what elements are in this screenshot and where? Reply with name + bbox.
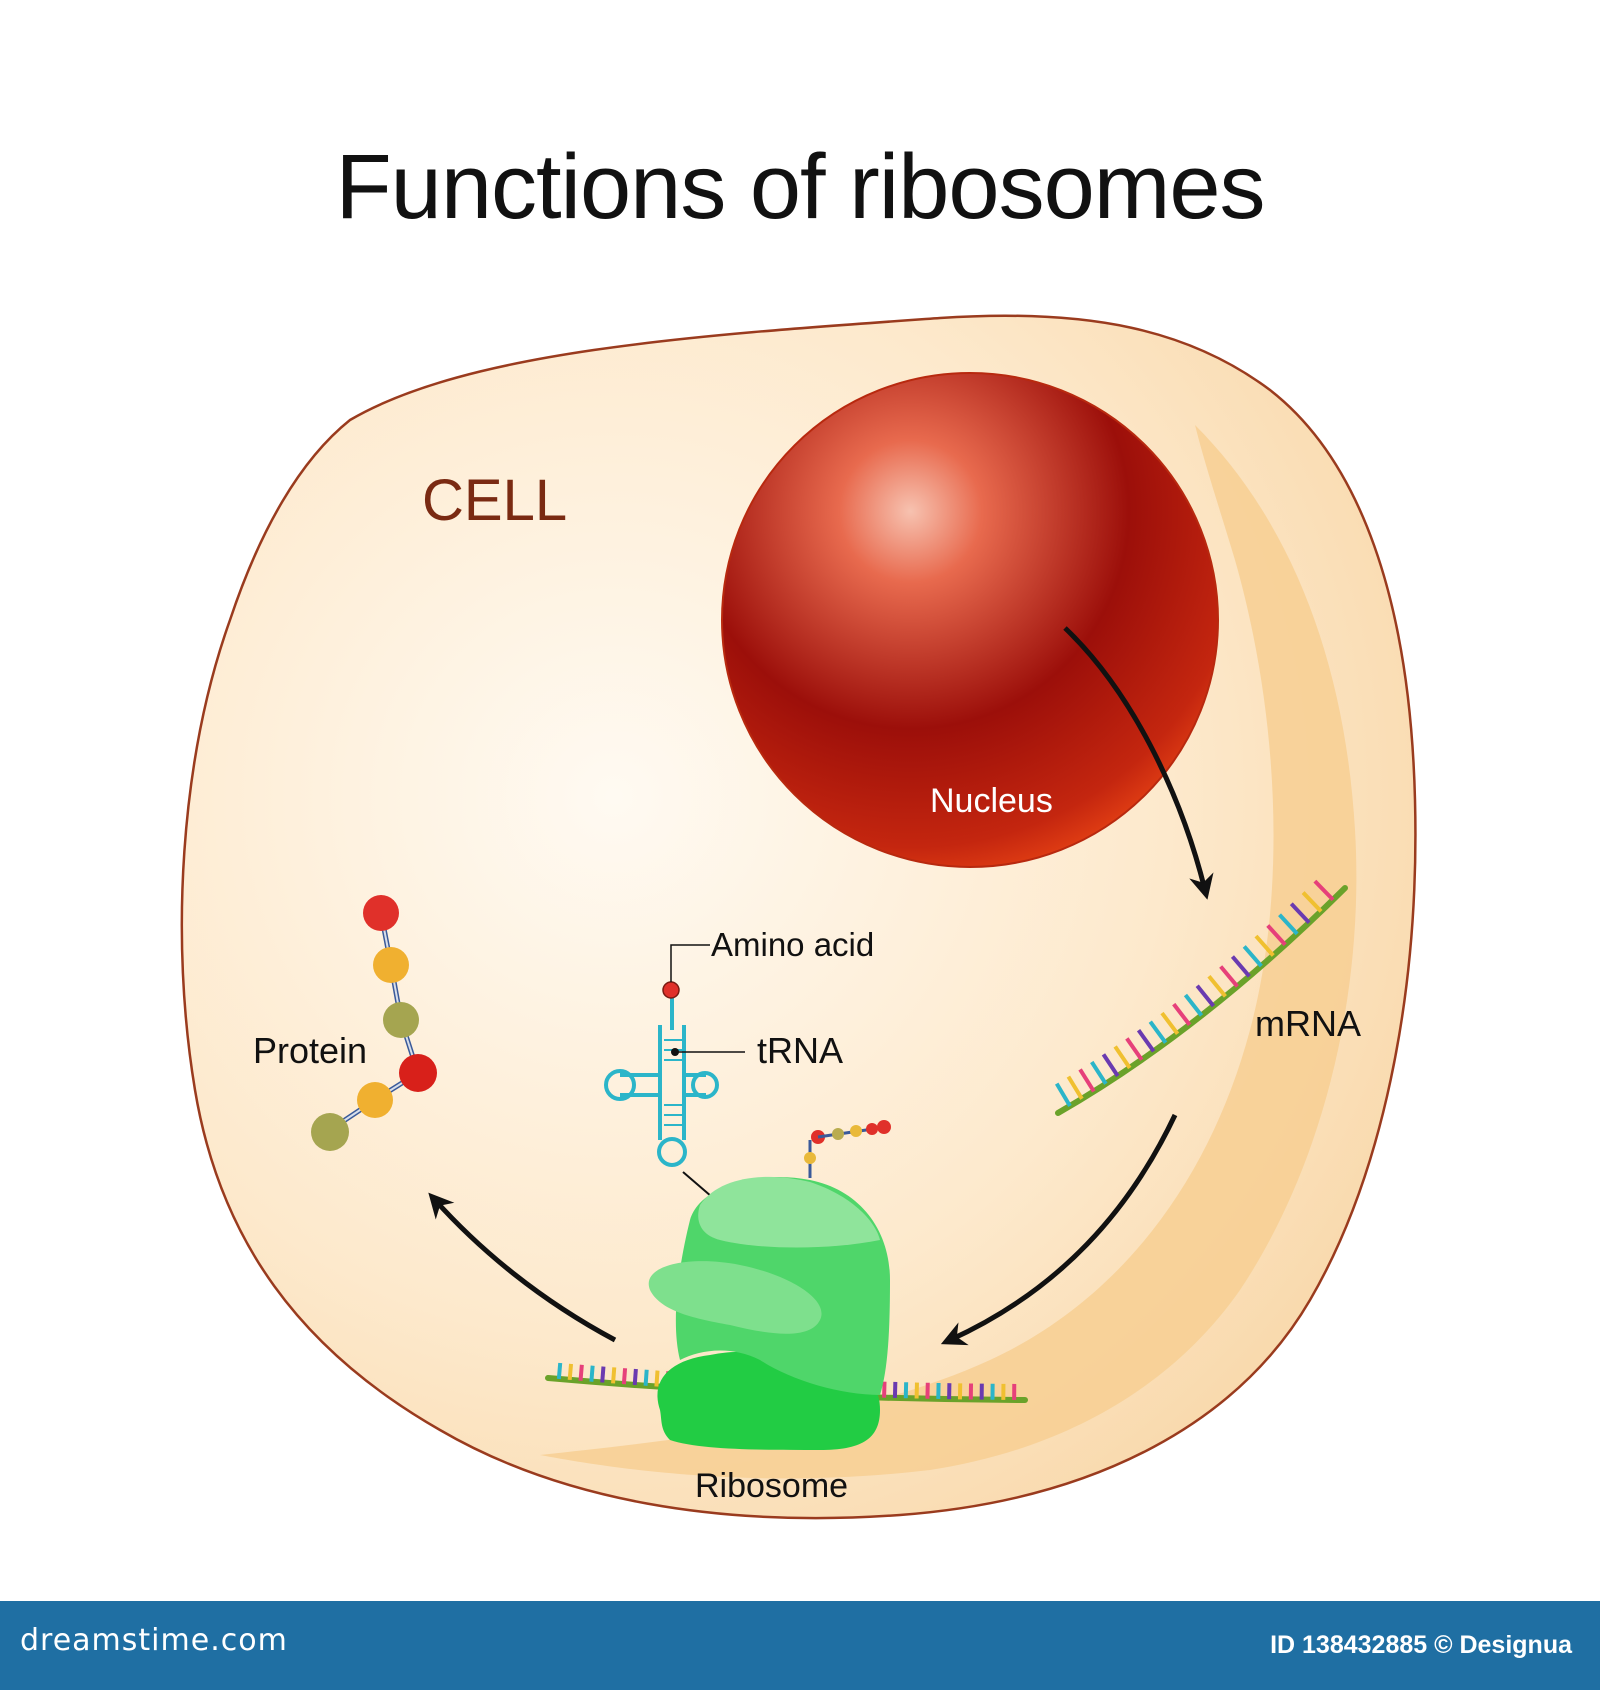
mrna-base [1301,891,1323,913]
ribosome [648,1176,890,1450]
trna-amino-acid [662,981,680,999]
arrow-nucleus-to-mrna [1063,626,1214,900]
cell-label: CELL [422,468,567,533]
footer-image-id: ID 138432885 © Designua [1270,1631,1572,1659]
trna-leader-dot [671,1048,679,1056]
mrna-base [1090,1060,1108,1085]
mrna-base [621,1368,628,1385]
mrna-base [556,1362,563,1380]
trna-label: tRNA [757,1030,843,1071]
mrna-base [1278,913,1299,936]
mrna-base [1183,993,1204,1017]
trna-molecule [604,992,719,1167]
nucleus-label: Nucleus [930,782,1053,820]
mrna-base [1054,1082,1072,1108]
mrna-base [1101,1053,1120,1078]
footer-bar [0,1601,1600,1690]
diagram-title: Functions of ribosomes [335,136,1265,238]
mrna-base [1266,924,1287,947]
mrna-base [654,1370,660,1387]
mrna-base [1125,1037,1144,1061]
mrna-base [600,1366,606,1383]
mrna-base [632,1368,638,1386]
nucleus [721,372,1219,868]
mrna-base [589,1365,595,1382]
mrna-base [1113,1045,1132,1070]
footer: dreamstime.com ID 138432885 © Designua [0,1601,1600,1690]
mrna-base [1066,1075,1084,1100]
mrna-base [1230,955,1251,978]
mrna-base [1195,984,1216,1008]
mrna-label: mRNA [1255,1003,1361,1044]
mrna-base [1289,902,1311,925]
mrna-base [643,1369,649,1386]
ribosome-label: Ribosome [695,1467,848,1505]
mrna-base [1148,1020,1168,1044]
arrow-mrna-to-ribosome [940,1113,1178,1346]
amino-acid-leader [670,944,710,982]
mrna-base [567,1363,574,1381]
mrna-base [1172,1002,1192,1026]
arrow-ribosome-to-protein [428,1192,617,1343]
protein-label: Protein [253,1030,367,1071]
mrna-base [1207,974,1227,998]
amino-acid-label: Amino acid [711,926,874,963]
mrna-base [1254,934,1275,957]
footer-site[interactable]: dreamstime.com [20,1623,288,1658]
mrna-base [1160,1011,1180,1036]
mrna-base [578,1364,584,1381]
mrna-base [1242,945,1263,968]
mrna-base [611,1367,617,1384]
mrna-base [1078,1068,1096,1093]
protein-chain [311,895,437,1151]
mrna-base [1136,1029,1156,1053]
mrna-base [1313,879,1335,902]
mrna-strand [1054,879,1348,1116]
mrna-base [1219,965,1239,988]
nascent-peptide [804,1120,891,1178]
